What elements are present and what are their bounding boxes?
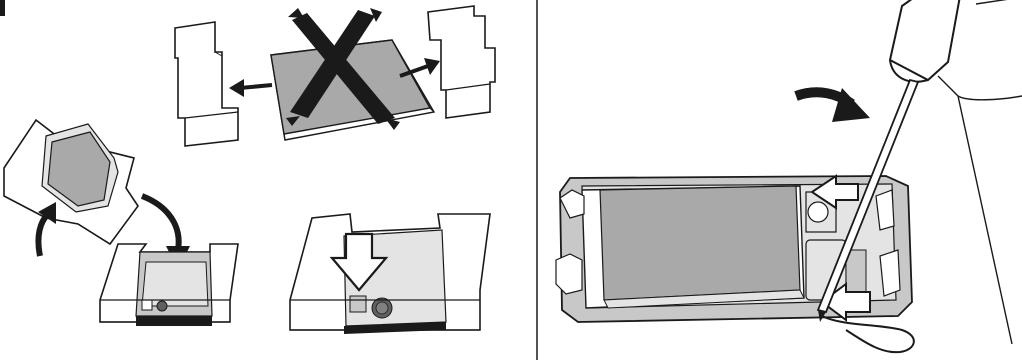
socket-large — [290, 214, 490, 334]
arrow-left-icon — [229, 79, 272, 97]
corner-mark — [0, 0, 5, 16]
right-panel — [556, 0, 1022, 352]
left-panel — [4, 6, 495, 334]
step-press-down — [290, 214, 490, 334]
socket-with-chip — [100, 244, 238, 326]
curved-arrow-icon — [796, 88, 870, 122]
flipped-cover — [4, 120, 138, 244]
step-remove-cover — [175, 6, 495, 146]
step-flip-insert — [4, 120, 238, 326]
cover-clip-left — [175, 22, 238, 146]
